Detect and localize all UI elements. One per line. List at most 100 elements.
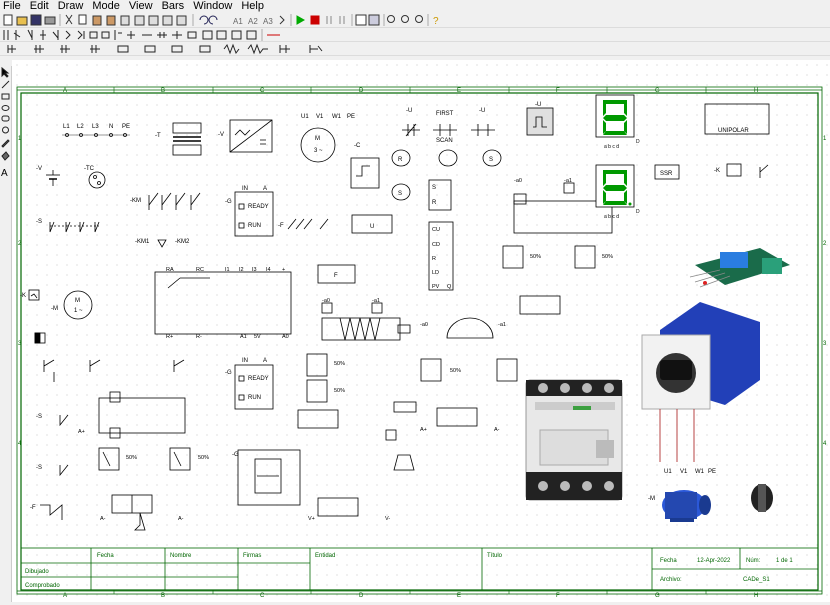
tb-archivo-label: Archivo: (660, 577, 682, 583)
menu-edit[interactable]: Edit (29, 0, 49, 12)
counter-pv: PV (432, 284, 440, 290)
label-f-1: -F (30, 505, 36, 511)
status-g2-ready: READY (248, 376, 269, 382)
photo-v1: V1 (680, 469, 688, 475)
col-label-g-bottom: G (655, 593, 660, 599)
paste-icon (92, 15, 102, 26)
first-scan-label-1: FIRST (436, 111, 454, 117)
menu-file[interactable]: File (3, 0, 21, 12)
contact-s-2-symbol (59, 414, 69, 427)
label-a-pos-2: A+ (420, 427, 427, 433)
zoom-a1-icon: A1 (233, 17, 243, 26)
stop-icon (310, 15, 320, 25)
fill-tool-icon (1, 151, 10, 161)
ellipse-tool-icon (1, 105, 10, 111)
plc-a1: A1 (240, 334, 247, 340)
plc-i1: I1 (225, 267, 230, 273)
label-a-neg-2: A- (178, 516, 184, 522)
col-label-h: H (754, 88, 758, 94)
tb-fecha-label: Fecha (660, 558, 677, 564)
pct50-e1: 50% (450, 368, 461, 374)
transformer-t-symbol (172, 122, 202, 156)
motor-symbol-a: M1 ~ (63, 290, 93, 320)
plc-rplus: R+ (166, 334, 173, 340)
col-label-a: A (63, 88, 67, 94)
contactor-photo (525, 379, 623, 501)
label-v-2: -V (218, 132, 224, 138)
label-v-neg: V- (385, 516, 390, 522)
block-u-label: U (370, 224, 374, 230)
status-g1-run: RUN (248, 223, 261, 229)
row-label-4: 4 (18, 441, 22, 447)
print-icon (44, 16, 56, 25)
col-label-f: F (556, 88, 560, 94)
plc-i4: I4 (266, 267, 271, 273)
menu-help[interactable]: Help (241, 0, 264, 12)
menu-view[interactable]: View (128, 0, 153, 12)
ssr-block (654, 164, 680, 180)
unipolar-output-block (704, 103, 770, 135)
menu-bar: File Edit Draw Mode View Bars Window Hel… (0, 0, 830, 13)
label-km2: -KM2 (175, 239, 190, 245)
sym-contact-icon (13, 30, 21, 40)
label-v-pos: V+ (308, 516, 315, 522)
contact-s-3-symbol (59, 464, 69, 477)
label-s-1: -S (36, 219, 42, 225)
tb-entidad-header: Entidad (315, 553, 335, 559)
zoom-out-icon (415, 15, 423, 23)
circle-tool-icon (2, 126, 9, 134)
label-m-1: -M (51, 306, 58, 312)
sym-spring2-icon (247, 43, 268, 55)
label-tc: -TC (84, 166, 95, 172)
copy-icon (78, 14, 87, 25)
tb-archivo-value: CADe_S1 (743, 577, 770, 583)
contact-f-symbol (40, 504, 63, 520)
transformer-tc-symbol (88, 171, 106, 189)
sym-cyl-icon (117, 45, 129, 53)
sym-cyl4-icon (199, 45, 211, 53)
sym-cyl2-icon (144, 45, 156, 53)
toolbar-symbols-1 (0, 28, 830, 42)
pause-icon (326, 16, 332, 24)
tb-fecha-value: 12-Apr-2022 (697, 558, 731, 564)
coil-k-symbol (28, 289, 40, 301)
menu-mode[interactable]: Mode (92, 0, 120, 12)
schematic-canvas[interactable]: A B C D E F G H A B C D E F G H 1 2 3 4 … (12, 60, 830, 602)
interlock-triangle (157, 239, 167, 248)
toolbar-main-icons: A1 A2 A3 ? (3, 14, 439, 27)
photo-pe: PE (708, 469, 716, 475)
zoom-icon (387, 15, 395, 23)
label-v: -V (36, 166, 42, 172)
sym-reset-icon (127, 31, 135, 39)
menu-draw[interactable]: Draw (57, 0, 84, 12)
counter-cd: CD (432, 242, 440, 248)
ssr-label: SSR (660, 171, 673, 177)
label-a-neg-3: A- (494, 427, 500, 433)
pulse-block (526, 107, 554, 136)
row-label-2: 2 (18, 241, 22, 247)
label-g-2: -G (225, 370, 232, 376)
menu-bars[interactable]: Bars (161, 0, 185, 12)
label-a1-3: -a1 (564, 178, 572, 184)
label-k-right: -K (714, 168, 720, 174)
unipolar-label: UNIPOLAR (718, 128, 749, 134)
selector-switch-photo (748, 478, 776, 522)
label-a1-1: -a1 (372, 298, 380, 304)
plc-status-g-1 (234, 191, 274, 237)
label-v1-a: V1 (316, 114, 324, 120)
relay-coil-k-right (726, 163, 769, 178)
svg-text:1 ~: 1 ~ (74, 308, 83, 314)
col-label-b-bottom: B (161, 593, 165, 599)
sym-block-icon (202, 30, 213, 40)
col-label-d: D (359, 88, 364, 94)
window-icon (355, 14, 367, 26)
zoom-in-icon (401, 15, 409, 23)
label-pe-a: PE (347, 114, 355, 120)
pct50-b2: 50% (198, 455, 209, 461)
label-g-1: -G (225, 199, 232, 205)
label-km: -KM (130, 198, 141, 204)
select-all-icon (134, 15, 145, 26)
cut-icon (65, 14, 73, 25)
menu-window[interactable]: Window (193, 0, 233, 12)
plc-io-block (154, 271, 292, 335)
